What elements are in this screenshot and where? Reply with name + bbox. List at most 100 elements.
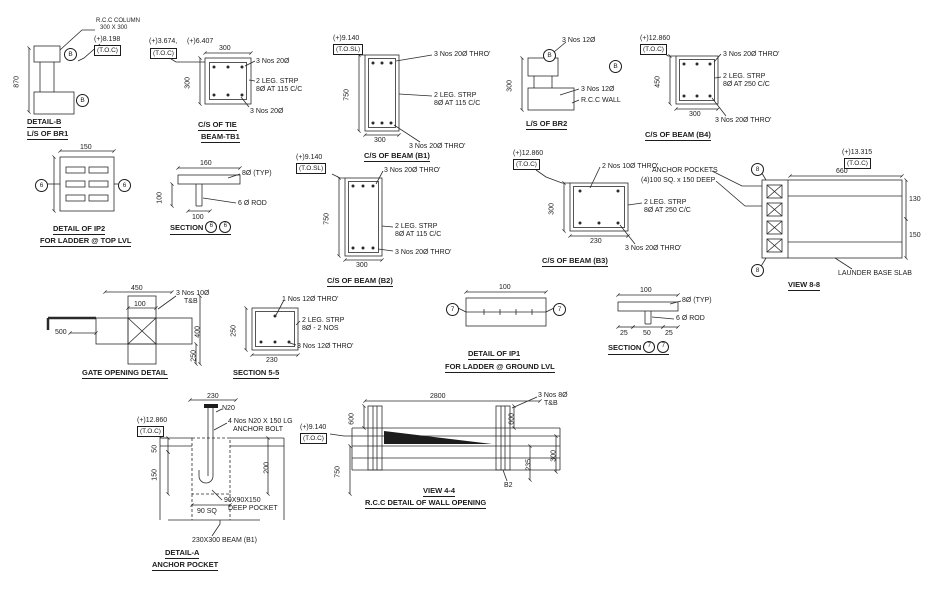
- br2-bars-mid: 3 Nos 12Ø: [581, 86, 615, 93]
- b2-stirrup-line2: 8Ø AT 115 C/C: [395, 231, 442, 238]
- b2-datum: (T.O.SL): [296, 163, 327, 175]
- s77-typ-note: 8Ø (TYP): [682, 297, 712, 304]
- s66-title-text: SECTION: [170, 222, 204, 232]
- s77-dim-25a: 25: [620, 330, 628, 337]
- ip2-title: DETAIL OF IP2: [53, 224, 106, 236]
- s77-title: SECTION 7 7: [608, 341, 670, 355]
- v44-level: (+)9.140: [300, 424, 327, 431]
- b1-dim-bottom: 300: [374, 137, 386, 144]
- v44-datum: (T.O.C): [300, 433, 327, 445]
- br1-dim-left: 870: [13, 76, 21, 88]
- b4-dim-bottom: 300: [689, 111, 701, 118]
- gate-bars-note-line2: T&B: [184, 298, 198, 305]
- s66-dim-top: 160: [200, 160, 212, 167]
- gate-dim-top: 450: [131, 285, 143, 292]
- da-title: DETAIL-A: [165, 548, 200, 560]
- b3-dim-left: 300: [548, 203, 556, 215]
- v44-dim-top: 2800: [430, 393, 446, 400]
- b1-stirrup-line1: 2 LEG. STRP: [434, 92, 477, 99]
- s77-title-marker: 7: [657, 341, 670, 353]
- br2-dim-left: 300: [506, 80, 514, 92]
- da-n20-note: N20: [222, 405, 235, 412]
- gate-dim-right: 400: [194, 326, 202, 338]
- s66-dim-left: 100: [156, 192, 164, 204]
- b2-level: (+)9.140: [296, 154, 323, 161]
- tb1-title-line2: BEAM-TB1: [201, 132, 240, 144]
- v44-dim-600-left: 600: [348, 413, 356, 425]
- b2-stirrup-line1: 2 LEG. STRP: [395, 223, 438, 230]
- da-datum: (T.O.C): [137, 426, 164, 438]
- v88-level: (+)13.315: [842, 149, 873, 156]
- ip2-subtitle: FOR LADDER @ TOP LVL: [40, 236, 132, 248]
- ip1-section-marker: 7: [446, 303, 459, 316]
- br1-section-marker: B: [64, 48, 77, 61]
- da-dim-top: 230: [207, 393, 219, 400]
- ip1-dim-top: 100: [499, 284, 511, 291]
- b2-title: C/S OF BEAM (B2): [327, 276, 393, 288]
- v88-datum: (T.O.C): [844, 158, 871, 170]
- tb1-stirrup-line1: 2 LEG. STRP: [256, 78, 299, 85]
- ip2-dim-top: 150: [80, 144, 92, 151]
- b4-title: C/S OF BEAM (B4): [645, 130, 711, 142]
- br1-level: (+)8.198: [94, 36, 121, 43]
- v88-section-marker: 8: [751, 163, 764, 176]
- br2-section-marker: B: [543, 49, 556, 62]
- s77-rod-note: 6 Ø ROD: [676, 315, 705, 322]
- b2-dim-left: 750: [323, 213, 331, 225]
- da-bolt-note-line2: ANCHOR BOLT: [233, 426, 284, 433]
- v88-pockets-note-line1: ANCHOR POCKETS: [652, 167, 718, 174]
- da-pocket-note-line1: 90X90X150: [224, 497, 261, 504]
- tb1-dim-top: 300: [219, 45, 231, 52]
- ip1-title: DETAIL OF IP1: [468, 349, 521, 361]
- tb1-title-line1: C/S OF TIE: [198, 120, 237, 132]
- ip1-subtitle: FOR LADDER @ GROUND LVL: [445, 362, 555, 374]
- s55-dim-bottom: 230: [266, 357, 278, 364]
- b3-title: C/S OF BEAM (B3): [542, 256, 608, 268]
- b1-dim-left: 750: [343, 89, 351, 101]
- b4-datum: (T.O.C): [640, 44, 667, 56]
- da-dim-50: 50: [151, 444, 159, 453]
- ip2-section-marker: 6: [118, 179, 131, 192]
- ip1-section-marker: 7: [553, 303, 566, 316]
- da-level: (+)12.860: [137, 417, 168, 424]
- br2-wall-note: R.C.C WALL: [581, 97, 621, 104]
- b1-bars-top: 3 Nos 20Ø THRO': [434, 51, 491, 58]
- tb1-level-1: (+)3.674,: [149, 38, 178, 45]
- b2-dim-bottom: 300: [356, 262, 368, 269]
- s66-rod-note: 6 Ø ROD: [238, 200, 267, 207]
- da-dim-150: 150: [151, 469, 159, 481]
- b4-level: (+)12.860: [640, 35, 671, 42]
- s55-stirrup-line2: 8Ø - 2 NOS: [302, 325, 339, 332]
- v88-section-marker: 8: [751, 264, 764, 277]
- s77-dim-25b: 25: [665, 330, 673, 337]
- s77-dim-top: 100: [640, 287, 652, 294]
- b4-stirrup-line2: 8Ø AT 250 C/C: [723, 81, 770, 88]
- b1-bars-bottom: 3 Nos 20Ø THRO': [409, 143, 466, 150]
- gate-dim-low: 250: [190, 350, 198, 362]
- v44-subtitle: R.C.C DETAIL OF WALL OPENING: [365, 498, 487, 510]
- s55-bars-top: 1 Nos 12Ø THRO': [282, 296, 339, 303]
- b4-bars-bottom: 3 Nos 20Ø THRO': [715, 117, 772, 124]
- s77-title-text: SECTION: [608, 342, 642, 352]
- s66-typ-note: 8Ø (TYP): [242, 170, 272, 177]
- b3-datum: (T.O.C): [513, 159, 540, 171]
- v88-slab-note: LAUNDER BASE SLAB: [838, 270, 912, 277]
- tb1-datum: (T.O.C): [150, 48, 177, 60]
- gate-title: GATE OPENING DETAIL: [82, 368, 168, 380]
- br2-title: L/S OF BR2: [526, 119, 568, 131]
- s55-title: SECTION 5-5: [233, 368, 280, 380]
- b2-bars-bottom: 3 Nos 20Ø THRO': [395, 249, 452, 256]
- v88-title: VIEW 8-8: [788, 280, 821, 292]
- br1-subtitle: L/S OF BR1: [27, 129, 69, 141]
- b2-bars-top: 3 Nos 20Ø THRO': [384, 167, 441, 174]
- b3-bars-bottom: 3 Nos 20Ø THRO': [625, 245, 682, 252]
- tb1-stirrup-line2: 8Ø AT 115 C/C: [256, 86, 303, 93]
- b1-level: (+)9.140: [333, 35, 360, 42]
- v44-bars-note-line2: T&B: [544, 400, 558, 407]
- s77-dim-50: 50: [643, 330, 651, 337]
- b4-dim-left: 450: [654, 76, 662, 88]
- v44-dim-750: 750: [334, 466, 342, 478]
- da-dim-200: 200: [263, 462, 271, 474]
- br1-title: DETAIL-B: [27, 117, 62, 129]
